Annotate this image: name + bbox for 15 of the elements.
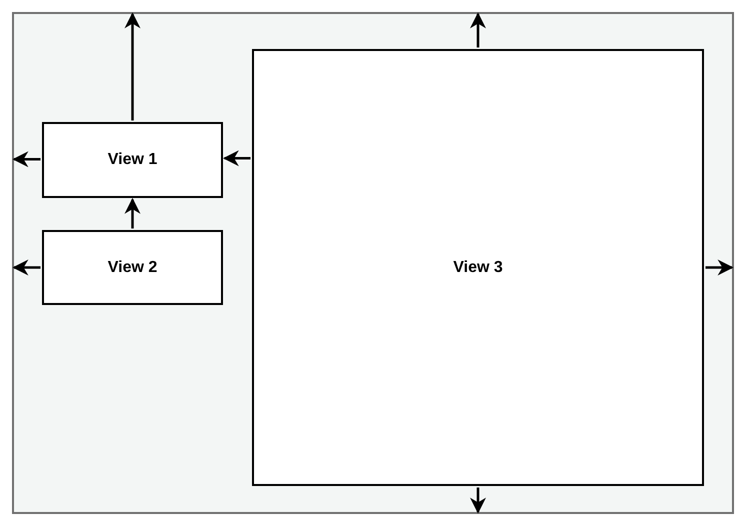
view-box bbox=[42, 230, 223, 305]
view-box bbox=[42, 122, 223, 198]
container-box bbox=[12, 12, 734, 514]
arrow bbox=[12, 151, 40, 168]
view-label: View 1 bbox=[108, 151, 158, 169]
view-label: View 3 bbox=[453, 258, 503, 276]
arrow bbox=[706, 260, 734, 276]
arrow bbox=[124, 12, 140, 120]
arrow bbox=[124, 198, 140, 228]
arrow bbox=[222, 150, 250, 166]
view-box bbox=[252, 49, 704, 486]
arrow bbox=[12, 260, 40, 276]
view-label: View 2 bbox=[108, 258, 158, 276]
arrow bbox=[470, 12, 486, 48]
arrow bbox=[470, 488, 486, 514]
